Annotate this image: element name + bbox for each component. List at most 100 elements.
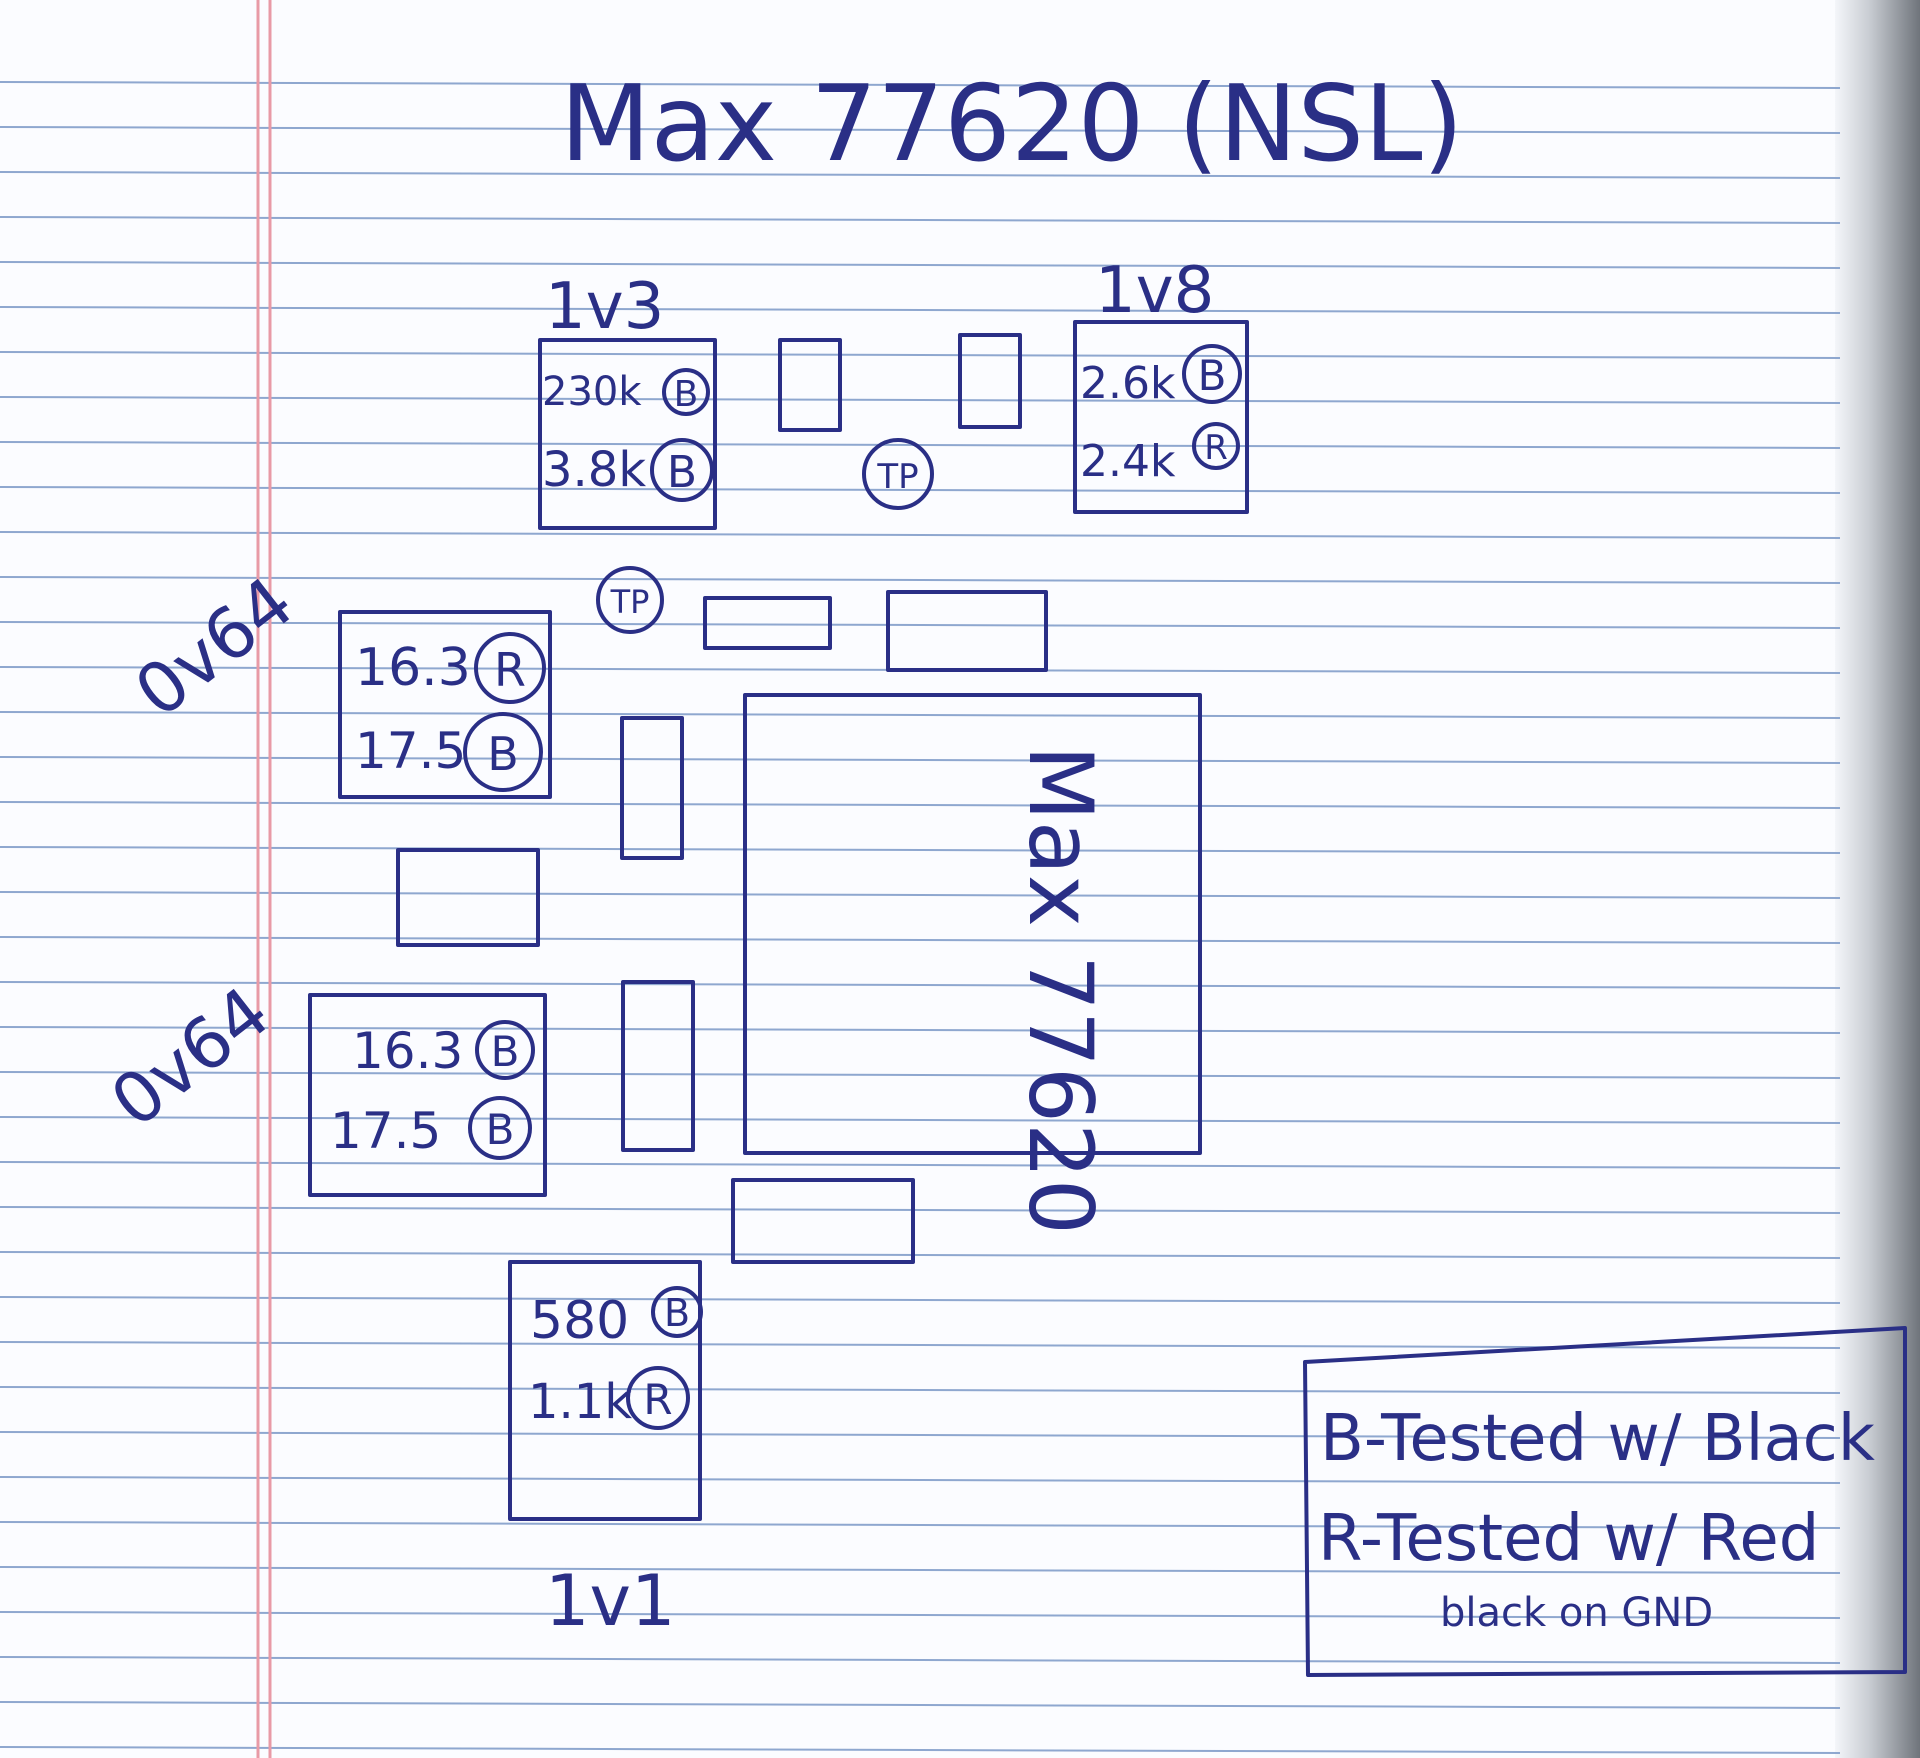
- rail-0v64-lower-box: [308, 993, 547, 1197]
- rail-1v8-mark-2: R: [1204, 428, 1228, 468]
- component-horizontal-2: [886, 590, 1048, 672]
- rail-label-1v1: 1v1: [545, 1560, 676, 1642]
- ruled-line: [0, 936, 1841, 944]
- rail-label-1v8: 1v8: [1095, 254, 1214, 328]
- rail-1v8-value-2: 2.4k: [1080, 436, 1176, 487]
- mark-circle: [1182, 344, 1242, 404]
- rail-1v8-box: [1073, 320, 1249, 514]
- rail-1v1-box: [508, 1260, 702, 1521]
- ruled-line: [0, 1566, 1841, 1574]
- ruled-line: [0, 1296, 1841, 1304]
- rail-1v1-value-1: 580: [530, 1291, 629, 1351]
- ruled-line: [0, 396, 1841, 404]
- rail-0v64-upper-value-1: 16.3: [355, 638, 471, 698]
- rail-1v1-mark-1: B: [664, 1291, 690, 1335]
- mark-circle: [626, 1366, 690, 1430]
- ruled-line: [0, 306, 1841, 314]
- component-vertical-1: [620, 716, 684, 860]
- ruled-line: [0, 1701, 1841, 1709]
- rail-0v64-upper-mark-2: B: [487, 727, 519, 781]
- component-horizontal-3: [396, 848, 540, 947]
- ruled-line: [0, 711, 1841, 719]
- rail-0v64-upper-mark-1: R: [494, 643, 526, 697]
- ruled-line: [0, 1206, 1841, 1214]
- ruled-line: [0, 846, 1841, 854]
- margin-lines: [256, 0, 272, 1758]
- ruled-line: [0, 531, 1841, 539]
- ruled-line: [0, 1746, 1841, 1754]
- ruled-line: [0, 1476, 1841, 1484]
- test-point-label: TP: [876, 457, 918, 497]
- rail-1v3-value-2: 3.8k: [542, 442, 646, 498]
- chip-label: Max 77620: [1009, 745, 1112, 1235]
- ruled-line: [0, 801, 1841, 809]
- test-point-right: TP: [862, 438, 934, 510]
- mark-circle: [474, 632, 546, 704]
- rail-1v3-mark-2: B: [667, 447, 697, 498]
- mark-circle: [468, 1096, 532, 1160]
- legend-box: [1303, 1326, 1907, 1677]
- rail-1v3-box: [538, 338, 717, 530]
- ruled-line: [0, 486, 1841, 494]
- rail-1v8-value-1: 2.6k: [1080, 358, 1176, 409]
- rail-0v64-lower-mark-2: B: [486, 1105, 515, 1154]
- ruled-line: [0, 1251, 1841, 1259]
- rail-1v8-mark-1: B: [1198, 351, 1227, 400]
- ruled-line: [0, 171, 1841, 179]
- ruled-line: [0, 216, 1841, 224]
- rail-0v64-upper-value-2: 17.5: [355, 722, 466, 780]
- rail-1v3: 1v3 230k B 3.8k B: [538, 270, 717, 530]
- rail-0v64-lower-mark-1: B: [491, 1027, 520, 1076]
- ruled-line: [0, 891, 1841, 899]
- ruled-line: [0, 261, 1841, 269]
- ruled-line: [0, 1611, 1841, 1619]
- ruled-line: [0, 351, 1841, 359]
- test-point-left: TP: [596, 566, 664, 634]
- ruled-line: [0, 981, 1841, 989]
- ruled-line: [0, 621, 1841, 629]
- mark-circle: [662, 368, 710, 416]
- legend-line-3: black on GND: [1440, 1590, 1713, 1636]
- legend-line-1: B-Tested w/ Black: [1320, 1402, 1875, 1476]
- mark-circle: [475, 1020, 535, 1080]
- rail-1v3-value-1: 230k: [542, 369, 642, 415]
- ruled-line: [0, 441, 1841, 449]
- ruled-line: [0, 81, 1841, 89]
- component-horizontal-1: [703, 596, 832, 650]
- ruled-line: [0, 1656, 1841, 1664]
- rail-0v64-lower-value-2: 17.5: [330, 1102, 441, 1160]
- ruled-line: [0, 1341, 1841, 1349]
- rail-label-1v3: 1v3: [545, 270, 664, 344]
- ruled-lines: [0, 81, 1841, 1754]
- rail-0v64-upper: 0v64 16.3 R 17.5 B: [120, 561, 552, 799]
- rail-1v8: 1v8 2.6k B 2.4k R: [1073, 254, 1249, 514]
- ruled-line: [0, 1431, 1841, 1439]
- component-vertical-2: [621, 980, 695, 1152]
- rail-1v1: 580 B 1.1k R 1v1: [508, 1260, 703, 1642]
- mark-circle: [463, 712, 543, 792]
- ruled-line: [0, 756, 1841, 764]
- rail-1v3-mark-1: B: [674, 374, 699, 415]
- legend: B-Tested w/ Black R-Tested w/ Red black …: [1303, 1326, 1907, 1677]
- mark-circle: [651, 1286, 703, 1338]
- mark-circle: [1192, 422, 1240, 470]
- page-title: Max 77620 (NSL): [560, 63, 1463, 185]
- ruled-line: [0, 1071, 1841, 1079]
- ruled-line: [0, 126, 1841, 134]
- mark-circle: [650, 438, 714, 502]
- rail-0v64-upper-box: [338, 610, 552, 799]
- ruled-line: [0, 1521, 1841, 1529]
- component-top-2: [958, 333, 1022, 429]
- component-horizontal-4: [731, 1178, 915, 1264]
- ruled-line: [0, 1161, 1841, 1169]
- ruled-line: [0, 1386, 1841, 1394]
- rail-label-0v64-upper: 0v64: [120, 561, 308, 733]
- rail-0v64-lower: 0v64 16.3 B 17.5 B: [96, 971, 547, 1197]
- max77620-chip-outline: [743, 693, 1202, 1155]
- ruled-line: [0, 1026, 1841, 1034]
- test-point-label: TP: [610, 583, 650, 621]
- max77620-chip: Max 77620: [743, 693, 1202, 1235]
- ruled-line: [0, 1116, 1841, 1124]
